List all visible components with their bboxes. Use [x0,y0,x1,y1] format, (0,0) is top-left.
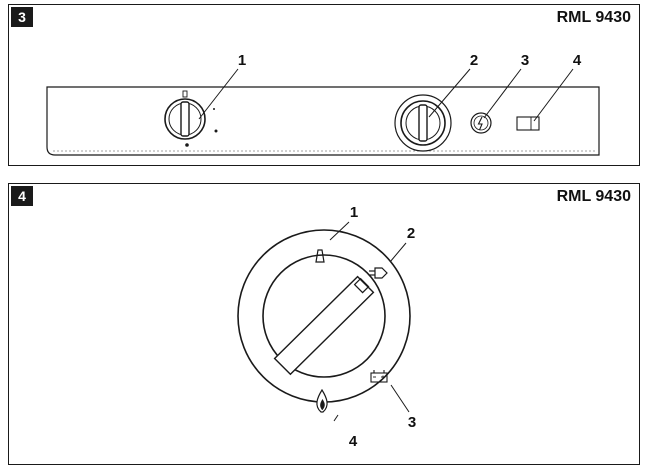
figure-3-control-panel: 3 RML 9430 [8,4,640,166]
gas-flame-icon [316,388,328,413]
callout-3: 3 [408,414,416,431]
callout-leader-3 [483,68,522,119]
lightning-icon [477,116,483,131]
figure-number-badge: 3 [11,7,33,27]
control-panel-outline [46,86,600,156]
thermostat-knob[interactable] [164,90,218,147]
figure-4-selector-dial: 4 RML 9430 [8,183,640,465]
mains-plug-icon [369,267,388,279]
model-label: RML 9430 [556,9,631,26]
callout-1: 1 [238,52,246,69]
callout-leader-2 [428,68,471,118]
energy-selector-knob[interactable] [394,94,452,152]
figure-number-badge: 4 [11,186,33,206]
callout-1: 1 [350,204,358,221]
knob-pointer-window [353,277,370,294]
callout-2: 2 [470,52,478,69]
callout-4: 4 [573,52,582,69]
flame-indicator-window [516,116,540,131]
callout-3: 3 [521,52,529,69]
callout-leader-3 [390,384,410,413]
callout-leader-4 [333,414,339,422]
callout-4: 4 [349,433,358,450]
battery-icon [370,370,388,383]
ignition-button[interactable] [470,112,492,134]
callout-leader-1 [329,221,350,241]
callout-leader-2 [389,242,407,263]
model-label: RML 9430 [556,188,631,205]
selector-dial-drawing: 1 2 3 4 [237,204,416,450]
off-position-icon [315,249,325,263]
control-panel-drawing: 1 2 3 4 [46,52,600,156]
callout-2: 2 [407,225,415,242]
callout-leader-4 [533,68,574,122]
knob-grip-bar [273,275,375,376]
callout-leader-1 [198,68,239,120]
selector-knob[interactable] [262,254,386,378]
